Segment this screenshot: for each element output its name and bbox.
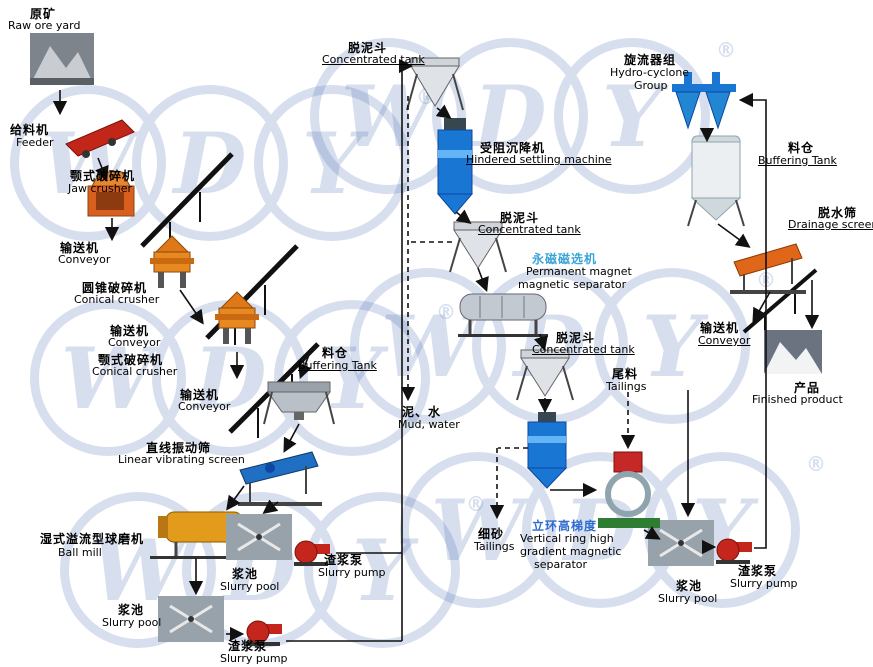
label-fine-sand-cn: 细砂: [478, 527, 505, 541]
finished-product-photo: [764, 330, 822, 374]
label-concentrated-tank2-cn: 脱泥斗: [500, 211, 540, 225]
label-conveyor1-cn: 输送机: [60, 241, 100, 255]
label-magnetic-separator-en2: magnetic separator: [518, 278, 627, 291]
label-conical-crusher2-cn: 颚式破碎机: [98, 353, 164, 367]
slurry-pump-3-machine: [716, 538, 752, 564]
label-finished-product-en: Finished product: [752, 393, 843, 406]
conveyor-a: [140, 152, 234, 252]
label-hydrocyclone-cn: 旋流器组: [624, 53, 677, 67]
label-slurry-pool3-cn: 浆池: [676, 579, 703, 593]
label-buffering-tank1-cn: 料仓: [322, 346, 349, 360]
label-conveyor4-cn: 输送机: [700, 321, 740, 335]
hydro-cyclone-machine: [672, 72, 736, 130]
label-conical-crusher1-en: Conical crusher: [74, 293, 160, 306]
buffering-tank-1-machine: [263, 381, 335, 425]
label-vrhg-cn: 立环高梯度: [532, 519, 598, 533]
label-conveyor2-en: Conveyor: [108, 336, 161, 349]
magnetic-separator-machine: [458, 293, 548, 337]
label-slurry-pool2-en: Slurry pool: [102, 616, 162, 629]
label-concentrated-tank3-cn: 脱泥斗: [556, 331, 596, 345]
label-tailings1-cn: 尾料: [612, 367, 639, 381]
label-tailings1-en: Tailings: [606, 380, 647, 393]
conical-crusher-1-machine: [150, 235, 194, 288]
settling-vessel-2-machine: [526, 412, 568, 489]
label-hydrocyclone-en1: Hydro-cyclone: [610, 66, 690, 79]
label-slurry-pump2-cn: 渣浆泵: [228, 639, 268, 653]
vrhg-separator-machine: [598, 451, 660, 528]
label-ball-mill-en: Ball mill: [58, 546, 102, 559]
label-slurry-pump3-en: Slurry pump: [730, 577, 798, 590]
label-magnetic-separator-en1: Permanent magnet: [526, 265, 632, 278]
conveyor-b: [205, 244, 299, 345]
buffering-tank-2-machine: [687, 135, 745, 227]
drainage-screen-machine: [730, 243, 806, 294]
label-vrhg-en1: Vertical ring high: [520, 532, 614, 545]
label-slurry-pump1-cn: 渣浆泵: [324, 553, 364, 567]
label-hydrocyclone-en2: Group: [634, 79, 668, 92]
label-concentrated-tank1-en: Concentrated tank: [322, 53, 425, 66]
label-mud-water-cn: 泥、水: [402, 405, 442, 419]
label-drainage-screen-cn: 脱水筛: [818, 206, 858, 220]
slurry-pump-1-machine: [294, 540, 330, 566]
concentrated-tank-1-machine: [406, 57, 464, 111]
label-hindered-settling-en: Hindered settling machine: [466, 153, 612, 166]
concentrated-tank-2-machine: [449, 221, 507, 273]
label-concentrated-tank1-cn: 脱泥斗: [348, 41, 388, 55]
conveyor-d: [742, 268, 818, 340]
label-slurry-pump2-en: Slurry pump: [220, 652, 288, 665]
concentrated-tank-3-machine: [516, 349, 574, 401]
jaw-crusher-machine: [87, 171, 135, 217]
slurry-pool-1-photo: [226, 514, 292, 560]
label-slurry-pump1-en: Slurry pump: [318, 566, 386, 579]
feeder-machine: [65, 119, 135, 158]
label-conveyor3-cn: 输送机: [180, 388, 220, 402]
label-raw-ore-cn: 原矿: [30, 7, 57, 21]
label-jaw-crusher-en: Jaw crusher: [68, 182, 133, 195]
label-conical-crusher2-en: Conical crusher: [92, 365, 178, 378]
label-feeder-en: Feeder: [16, 136, 54, 149]
raw-ore-photo: [30, 33, 94, 85]
flow-arrows: [52, 58, 820, 642]
label-slurry-pool2-cn: 浆池: [118, 603, 145, 617]
conical-crusher-2-machine: [215, 291, 259, 344]
label-drainage-screen-en: Drainage screen: [788, 218, 873, 231]
label-feeder-cn: 给料机: [10, 123, 50, 137]
label-magnetic-separator-cn: 永磁磁选机: [532, 252, 598, 266]
label-concentrated-tank2-en: Concentrated tank: [478, 223, 581, 236]
label-buffering-tank2-cn: 料仓: [788, 141, 815, 155]
label-mud-water-en: Mud, water: [398, 418, 460, 431]
label-conveyor2-cn: 输送机: [110, 324, 150, 338]
slurry-pump-2-machine: [246, 620, 282, 646]
label-conveyor1-en: Conveyor: [58, 253, 111, 266]
label-slurry-pump3-cn: 渣浆泵: [738, 564, 778, 578]
label-finished-product-cn: 产品: [794, 381, 821, 395]
label-conveyor4-en: Conveyor: [698, 334, 751, 347]
label-raw-ore-en: Raw ore yard: [8, 19, 81, 32]
label-concentrated-tank3-en: Concentrated tank: [532, 343, 635, 356]
label-vibrating-screen-en: Linear vibrating screen: [118, 453, 245, 466]
label-slurry-pool1-cn: 浆池: [232, 567, 259, 581]
label-vrhg-en3: separator: [534, 558, 588, 571]
vibrating-screen-machine: [238, 451, 322, 506]
label-buffering-tank2-en: Buffering Tank: [758, 154, 837, 167]
label-fine-sand-en: Tailings: [474, 540, 515, 553]
label-conical-crusher1-cn: 圆锥破碎机: [82, 281, 148, 295]
slurry-pool-2-photo: [158, 596, 224, 642]
label-ball-mill-cn: 湿式溢流型球磨机: [40, 532, 145, 546]
hindered-settling-machine: [436, 118, 474, 215]
label-hindered-settling-cn: 受阻沉降机: [480, 141, 546, 155]
label-slurry-pool1-en: Slurry pool: [220, 580, 280, 593]
label-slurry-pool3-en: Slurry pool: [658, 592, 718, 605]
label-vrhg-en2: gradient magnetic: [520, 545, 622, 558]
label-conveyor3-en: Conveyor: [178, 400, 231, 413]
label-buffering-tank1-en: Buffering Tank: [298, 359, 377, 372]
label-vibrating-screen-cn: 直线振动筛: [146, 441, 212, 455]
